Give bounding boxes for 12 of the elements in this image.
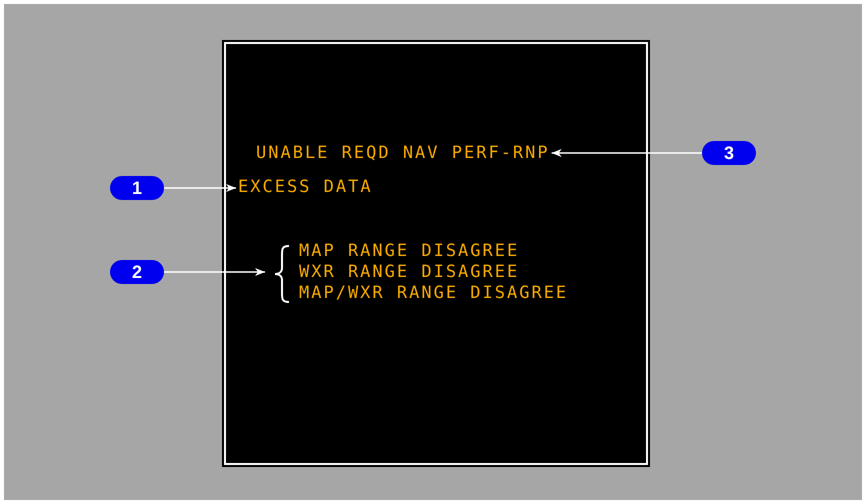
alert-message: UNABLE REQD NAV PERF-RNP [256,143,550,164]
callout-number: 1 [110,176,164,200]
display-screen [222,40,650,467]
arrow [164,268,265,276]
arrow [164,184,236,192]
arrow [552,149,702,157]
alert-message: MAP RANGE DISAGREE [299,241,520,262]
callout-number: 3 [702,141,756,165]
alert-message: WXR RANGE DISAGREE [299,262,520,283]
callout-number: 2 [110,260,164,284]
alert-message: MAP/WXR RANGE DISAGREE [299,283,568,304]
alert-message: EXCESS DATA [238,177,373,198]
